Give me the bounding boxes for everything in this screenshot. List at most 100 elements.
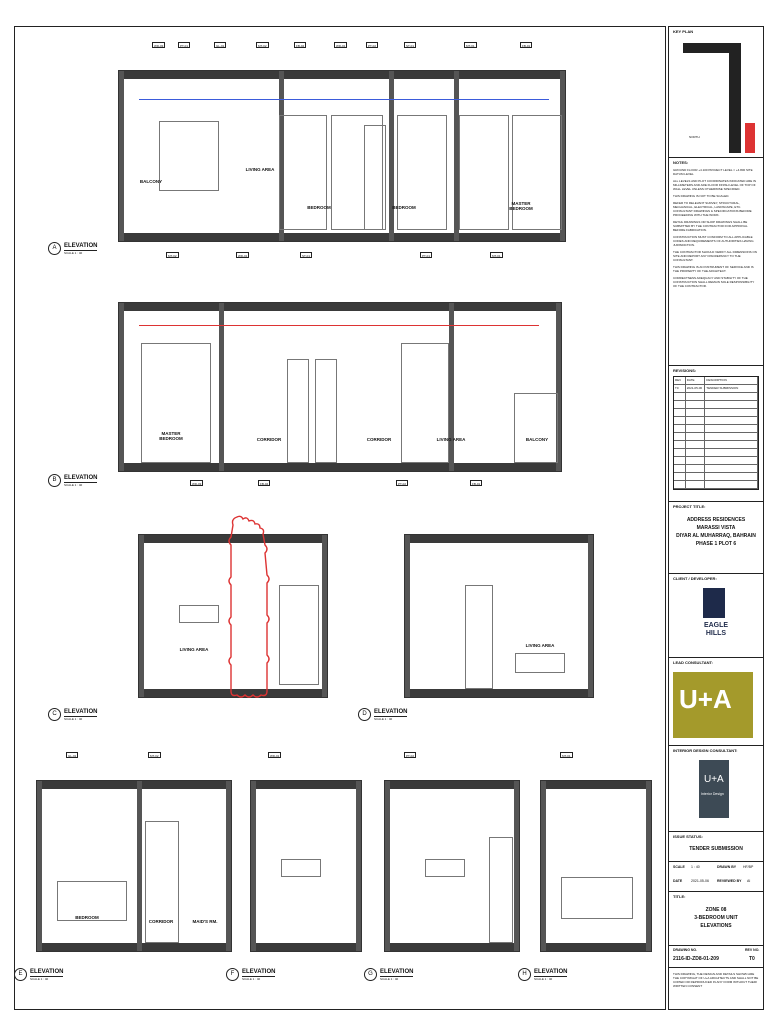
rev-empty-cell bbox=[674, 457, 686, 464]
rev-empty-cell bbox=[674, 401, 686, 408]
note-item: CONSTRUCTION MUST CONFORM TO ALL APPLICA… bbox=[673, 235, 754, 247]
elevation-scale: SCALE 1 : 40 bbox=[64, 250, 83, 255]
key-plan-building bbox=[729, 43, 741, 153]
wall bbox=[226, 781, 231, 951]
eagle-hills-logo bbox=[703, 588, 725, 618]
material-tag: MT-01 bbox=[490, 252, 503, 258]
rev-empty-cell bbox=[686, 393, 706, 400]
material-tag: FB-04 bbox=[258, 480, 271, 486]
elevation-letter: E bbox=[14, 968, 27, 981]
rev-empty-cell bbox=[705, 449, 758, 456]
revisions-empty-rows bbox=[674, 393, 758, 489]
elevation-letter: D bbox=[358, 708, 371, 721]
door-panel bbox=[465, 585, 493, 689]
sheet-title-line: ZONE 08 bbox=[705, 907, 727, 913]
material-tag: GL-01 bbox=[214, 42, 227, 48]
cabinet-panel bbox=[279, 585, 319, 685]
rev-empty-cell bbox=[686, 417, 706, 424]
key-plan-building bbox=[683, 43, 739, 53]
material-tag: MT-01 bbox=[464, 42, 477, 48]
rev-empty-cell bbox=[674, 409, 686, 416]
drawing-number: 2116-ID-ZD8-01-209 bbox=[673, 956, 719, 962]
material-tag: WD-01 bbox=[268, 752, 282, 758]
slab-top bbox=[405, 535, 593, 543]
revisions-empty-row bbox=[674, 457, 758, 465]
wall bbox=[385, 781, 390, 951]
wall bbox=[119, 71, 124, 241]
checked-label: REVIEWED BY bbox=[717, 879, 742, 883]
elevation-scale: SCALE 1 : 40 bbox=[380, 976, 399, 981]
elevation-a-title: A ELEVATION SCALE 1 : 40 bbox=[48, 242, 98, 255]
rev-empty-cell bbox=[705, 417, 758, 424]
revisions-section: REVISIONS: REV DATE DESCRIPTION T0 2021-… bbox=[669, 365, 763, 501]
rev-empty-cell bbox=[705, 425, 758, 432]
status-section: ISSUE STATUS: TENDER SUBMISSION bbox=[669, 831, 763, 861]
project-label: PROJECT TITLE: bbox=[673, 504, 706, 509]
note-item: THIS DRAWING IS NOT TO BE SCALED. bbox=[673, 194, 730, 198]
wall bbox=[588, 535, 593, 697]
rev-empty-cell bbox=[674, 449, 686, 456]
room-label: CORRIDOR bbox=[366, 437, 392, 442]
drawing-sheet bbox=[14, 26, 666, 1010]
elevation-letter: B bbox=[48, 474, 61, 487]
elevation-scale: SCALE 1 : 40 bbox=[64, 716, 83, 721]
rev-empty-cell bbox=[686, 449, 706, 456]
material-tag: MT-01 bbox=[560, 752, 573, 758]
elevation-scale: SCALE 1 : 40 bbox=[534, 976, 553, 981]
rev-empty-cell bbox=[705, 401, 758, 408]
rev-header: DESCRIPTION bbox=[705, 377, 758, 384]
window-panel bbox=[401, 343, 449, 463]
status-value: TENDER SUBMISSION bbox=[689, 846, 743, 852]
slab-bottom bbox=[37, 943, 231, 951]
room-label: BEDROOM bbox=[307, 205, 331, 210]
client-section: CLIENT / DEVELOPER: EAGLE HILLS bbox=[669, 573, 763, 657]
rev-empty-cell bbox=[674, 425, 686, 432]
room-label: LIVING AREA bbox=[525, 643, 555, 648]
project-line: MARASSI VISTA bbox=[696, 525, 736, 531]
revisions-empty-row bbox=[674, 393, 758, 401]
room-label: MASTER BEDROOM bbox=[159, 431, 183, 441]
title-block: KEY PLAN NORTH NOTES: GROUND FLOOR +4.10… bbox=[668, 26, 764, 1010]
elevation-f-title: F ELEVATION SCALE 1 : 40 bbox=[226, 968, 276, 981]
note-item: REFER TO RELEVANT SURVEY, STRUCTURAL, ME… bbox=[673, 201, 752, 217]
wall bbox=[541, 781, 546, 951]
rev-empty-cell bbox=[686, 409, 706, 416]
sheet-title-label: TITLE: bbox=[673, 894, 686, 899]
rev-empty-cell bbox=[705, 393, 758, 400]
drawn-label: DRAWN BY bbox=[717, 865, 737, 869]
room-label: BALCONY bbox=[525, 437, 549, 442]
material-tag: FB-04 bbox=[294, 42, 307, 48]
slab-top bbox=[541, 781, 651, 789]
wall bbox=[219, 303, 224, 471]
slab-top bbox=[119, 71, 565, 79]
wall bbox=[454, 71, 459, 241]
interior-consultant-section: INTERIOR DESIGN CONSULTANT: U+A Interior… bbox=[669, 745, 763, 831]
rev-empty-cell bbox=[686, 425, 706, 432]
lead-consultant-section: LEAD CONSULTANT: U+A bbox=[669, 657, 763, 745]
wardrobe-panel bbox=[331, 115, 383, 230]
revisions-empty-row bbox=[674, 433, 758, 441]
scale-label: SCALE bbox=[673, 865, 685, 869]
rev-empty-cell bbox=[686, 401, 706, 408]
bed-panel bbox=[561, 877, 633, 919]
wall bbox=[139, 535, 144, 697]
elevation-d-drawing: LIVING AREA bbox=[404, 534, 594, 698]
rev-empty-cell bbox=[674, 393, 686, 400]
elevation-letter: A bbox=[48, 242, 61, 255]
material-tag: MT-02 bbox=[256, 42, 269, 48]
slab-bottom bbox=[119, 463, 561, 471]
wall bbox=[279, 71, 284, 241]
rev-empty-cell bbox=[686, 457, 706, 464]
material-tag: PT-01 bbox=[178, 42, 191, 48]
material-tag: PT-01 bbox=[420, 252, 433, 258]
material-tag: FB-01 bbox=[470, 480, 483, 486]
notes-title: NOTES: bbox=[673, 160, 689, 165]
status-label: ISSUE STATUS: bbox=[673, 834, 703, 839]
revisions-empty-row bbox=[674, 441, 758, 449]
ceiling-line bbox=[139, 99, 549, 100]
rev-empty-cell bbox=[705, 481, 758, 488]
door-panel bbox=[489, 837, 513, 943]
door-panel bbox=[287, 359, 309, 463]
elevation-title-text: ELEVATION bbox=[374, 708, 408, 717]
revisions-empty-row bbox=[674, 425, 758, 433]
